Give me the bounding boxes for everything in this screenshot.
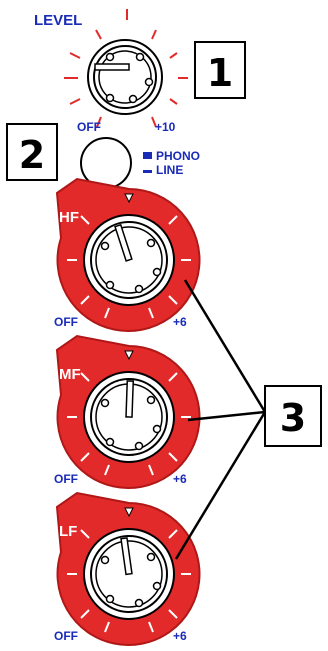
hf-min-label: OFF [54,315,78,329]
callout-number-1: 1 [207,51,233,95]
level-min-label: OFF [77,120,101,134]
line-label: LINE [156,163,183,177]
lf-eq-group: LF OFF +6 [54,492,201,646]
mf-label: MF [59,366,81,383]
lf-label: LF [59,523,77,540]
level-label: LEVEL [34,12,82,29]
lf-knob[interactable] [56,492,201,646]
hf-label: HF [59,209,79,226]
mf-knob-pointer [125,380,135,418]
hf-eq-group: HF OFF +6 [54,178,201,332]
mf-min-label: OFF [54,472,78,486]
callout-leader-lines [174,279,267,560]
callout-box-2: 2 [6,123,58,181]
lf-knob-pointer [120,537,133,576]
lf-max-label: +6 [173,629,187,643]
phono-label: PHONO [156,149,200,163]
hf-max-label: +6 [173,315,187,329]
level-knob-pointer [94,63,130,71]
phono-indicator-icon [143,152,152,159]
input-select-group: 2 PHONO LINE [6,123,200,189]
mf-max-label: +6 [173,472,187,486]
level-knob[interactable] [87,39,163,115]
level-knob-group: LEVEL OFF +10 [34,9,246,134]
callout-box-1: 1 [194,41,246,99]
level-scale-ticks [64,9,188,128]
mf-knob[interactable] [56,335,201,489]
hf-knob-pointer [114,223,133,262]
lf-min-label: OFF [54,629,78,643]
mf-eq-group: MF OFF +6 [54,335,201,489]
level-max-label: +10 [155,120,176,134]
hf-knob[interactable] [56,178,201,332]
eq-callout-group: 3 [174,279,322,560]
callout-box-3: 3 [264,385,322,447]
line-indicator-icon [143,170,152,173]
callout-number-2: 2 [19,133,45,177]
callout-number-3: 3 [280,396,306,440]
